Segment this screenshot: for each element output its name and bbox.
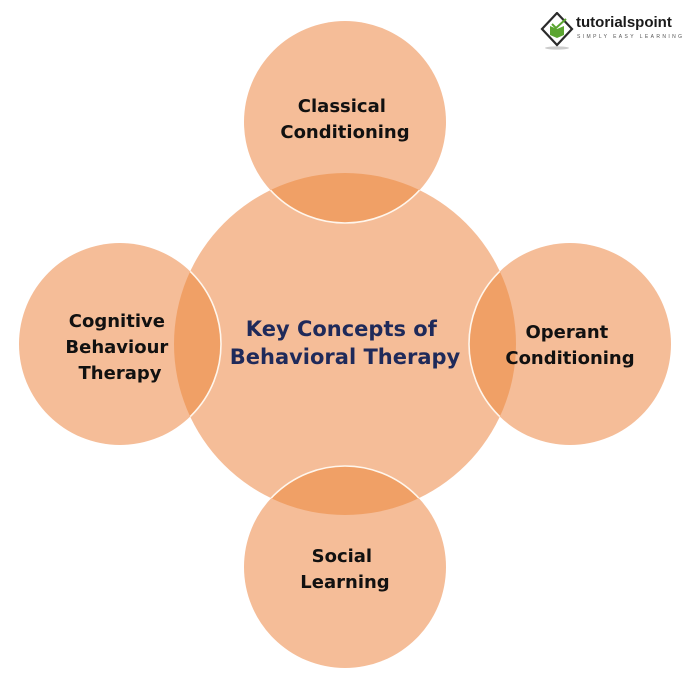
tutorialspoint-logo: tutorialspoint SIMPLY EASY LEARNING <box>536 8 686 52</box>
node-label-right: Operant Conditioning <box>505 322 634 369</box>
node-label-left: Cognitive Behaviour Therapy <box>65 311 174 384</box>
center-circle <box>174 173 516 515</box>
center-title-line: Key Concepts of <box>246 317 438 341</box>
separator-right <box>468 242 516 446</box>
node-circle-left <box>19 243 221 445</box>
node-label-line: Learning <box>300 572 389 593</box>
book-diamond-icon <box>540 12 574 50</box>
node-label-line: Social <box>312 546 373 567</box>
node-label-line: Operant <box>525 322 608 343</box>
logo-tagline: SIMPLY EASY LEARNING <box>577 34 685 40</box>
node-circle-right <box>469 243 671 445</box>
center-title-line: Behavioral Therapy <box>230 345 461 369</box>
node-label-line: Therapy <box>79 363 162 384</box>
node-label-bottom: Social Learning <box>300 546 389 593</box>
separator-left <box>174 242 222 446</box>
node-label-line: Behaviour <box>65 337 168 358</box>
node-label-top: Classical Conditioning <box>280 96 409 143</box>
logo-wordmark: tutorialspoint <box>576 14 672 31</box>
separator-top <box>243 173 447 224</box>
node-circle-top <box>244 21 446 223</box>
center-title: Key Concepts of Behavioral Therapy <box>230 317 461 369</box>
node-label-line: Classical <box>298 96 386 117</box>
node-circle-bottom <box>244 466 446 668</box>
separator-bottom <box>243 465 447 515</box>
node-label-line: Cognitive <box>69 311 165 332</box>
node-label-line: Conditioning <box>505 348 634 369</box>
node-label-line: Conditioning <box>280 122 409 143</box>
